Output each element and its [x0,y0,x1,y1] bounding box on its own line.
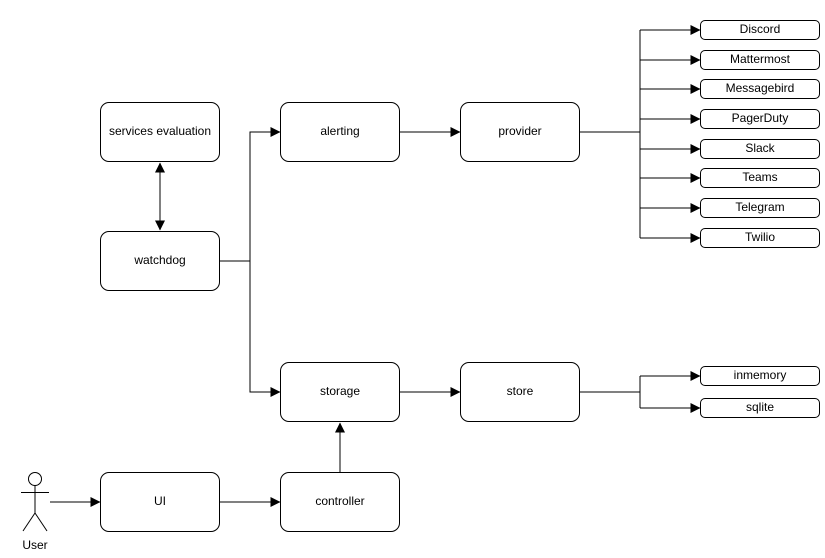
node-store: store [460,362,580,422]
node-twilio: Twilio [700,228,820,248]
node-watchdog: watchdog [100,231,220,291]
node-discord: Discord [700,20,820,40]
actor-label: User [22,538,48,552]
node-controller: controller [280,472,400,532]
node-storage: storage [280,362,400,422]
node-sqlite: sqlite [700,398,820,418]
node-mattermost: Mattermost [700,50,820,70]
node-teams: Teams [700,168,820,188]
node-telegram: Telegram [700,198,820,218]
node-slack: Slack [700,139,820,159]
node-provider: provider [460,102,580,162]
node-pagerduty: PagerDuty [700,109,820,129]
node-messagebird: Messagebird [700,79,820,99]
node-inmemory: inmemory [700,366,820,386]
edge-watchdog-alerting [249,127,281,261]
node-ui: UI [100,472,220,532]
edge-watchdog-storage [249,261,281,397]
user-actor-icon [21,472,49,532]
node-services-evaluation: services evaluation [100,102,220,162]
node-alerting: alerting [280,102,400,162]
